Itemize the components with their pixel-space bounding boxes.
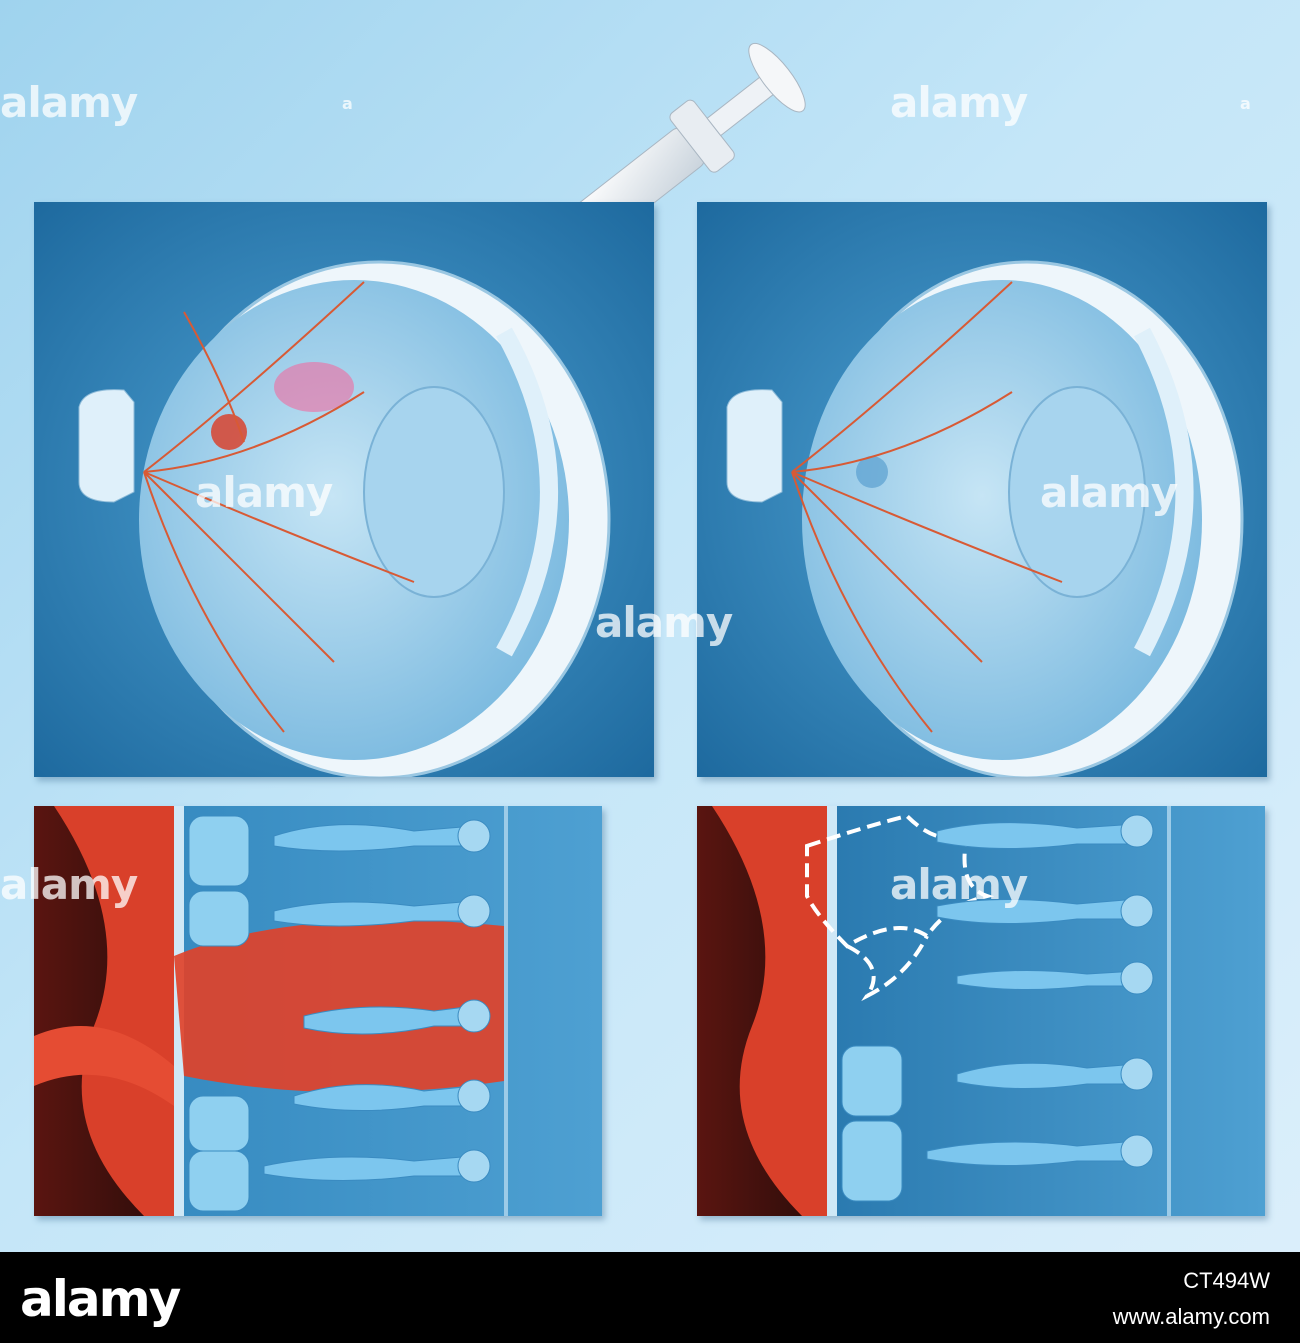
image-id: CT494W bbox=[1183, 1268, 1270, 1293]
watermark-text: alamy bbox=[0, 860, 138, 909]
watermark-mark: a bbox=[342, 94, 353, 113]
eye-panel-after bbox=[697, 202, 1267, 777]
eye-panel-before bbox=[34, 202, 654, 777]
watermark-text: alamy bbox=[595, 598, 733, 647]
watermark-mark: a bbox=[1240, 94, 1251, 113]
watermark-text: alamy bbox=[890, 78, 1028, 127]
watermark-text: alamy bbox=[0, 78, 138, 127]
retina-panel-after bbox=[697, 806, 1265, 1216]
watermark-text: alamy bbox=[890, 860, 1028, 909]
footer-logo: alamy bbox=[20, 1270, 181, 1328]
watermark-text: alamy bbox=[195, 468, 333, 517]
footer-bar: alamy CT494W www.alamy.com bbox=[0, 1252, 1300, 1343]
footer-url: www.alamy.com bbox=[1112, 1304, 1270, 1329]
watermark-text: alamy bbox=[1040, 468, 1178, 517]
retina-panel-before bbox=[34, 806, 602, 1216]
